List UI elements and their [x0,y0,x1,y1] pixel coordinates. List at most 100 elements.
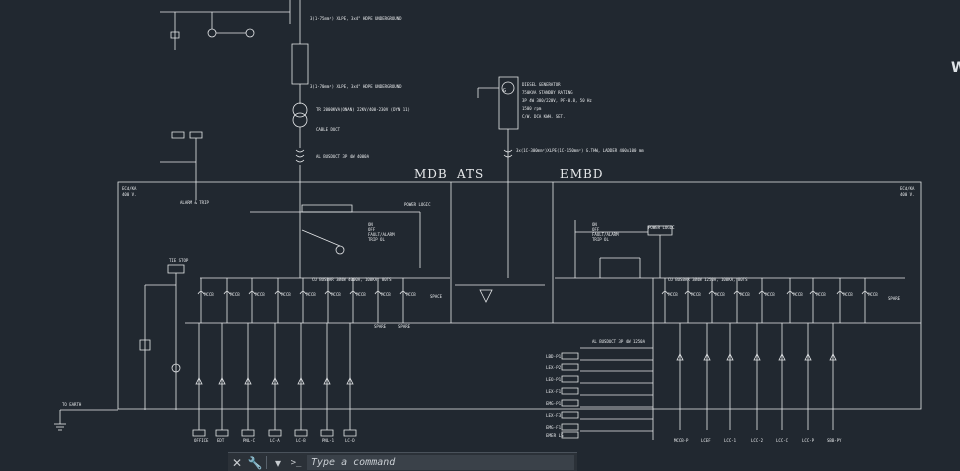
generator-letter: G [503,88,506,94]
ladder-box [562,400,578,406]
feeder-arrow [298,378,304,384]
breaker-symbol [734,292,740,295]
ats-section-label: ATS [456,167,484,181]
right-feeder-label: LCEF [701,438,711,443]
spare-label-2: SPARE [398,324,411,329]
cable-duct-label: CABLE DUCT [316,127,341,132]
left-feeder-label: LC-B [296,438,306,443]
al-busduct-label: AL BUSDUCT 3P 4W 4000A [316,154,370,159]
breaker-symbol [662,292,668,295]
ladder-box [562,424,578,430]
top-cable-1: 3(1-75mm²) XLPE, 3x4" HDPE UNDERGROUND [310,16,402,21]
status-2-item: TRIP OL [592,237,609,242]
left-feeder-label: PNL-1 [322,438,335,443]
breaker-symbol [862,292,868,295]
breaker-symbol [709,292,715,295]
breaker-symbol [837,292,843,295]
alarm-trip-label: ALARM & TRIP [180,200,209,205]
breaker-symbol [325,292,331,295]
generator-note: 1500 rpm [522,106,542,111]
voltage-right-2: 400 V. [900,192,914,197]
tie-stop-label: TIE STOP [169,258,189,263]
transformer-primary [293,103,307,117]
feeder-arrow [727,354,733,360]
mccb-label: MCCB [843,292,853,297]
breaker-symbol [249,292,255,295]
mccb-label: MCCB [793,292,803,297]
mccb-label: MCCB [740,292,750,297]
mccb-label: MCCB [715,292,725,297]
mccb-label: MCCB [331,292,341,297]
power-logic-2: POWER LOGIC [648,225,675,230]
mdb-section-label: MDB [414,167,448,181]
command-input[interactable] [307,455,574,470]
ladder-label: LBD-P1 [546,354,562,359]
command-separator [266,456,267,469]
ladder-label: EMER LS [546,433,564,438]
breaker-symbol [350,292,356,295]
breaker-symbol [787,292,793,295]
ats-symbol [480,290,492,302]
feeder-box [193,430,205,436]
mccb-label: MCCB [356,292,366,297]
feeder-box [242,430,254,436]
voltage-left-1: ECd/KA [122,186,137,191]
generator-note: C/W. DCA KWH. SET. [522,114,565,119]
mccb-label: MCCB [691,292,701,297]
left-feeder-label: OFFICE [194,438,209,443]
feeder-arrow [830,354,836,360]
right-feeder-label: LCC-P [802,438,815,443]
earth-label: TO EARTH [62,402,82,407]
ladder-box [562,376,578,382]
feeder-arrow [805,354,811,360]
breaker-symbol [198,292,204,295]
status-2-item: OFF [592,227,600,232]
ladder-box [562,432,578,438]
status-1-item: TRIP OL [368,237,385,242]
right-feeder-label: MCCB-P [674,438,689,443]
busbar-1-label: CU BUSBAR 3Ø4W 4000A, 100KA, 80TS [312,277,392,282]
feeder-arrow [754,354,760,360]
breaker-symbol [759,292,765,295]
close-icon[interactable]: ✕ [231,455,243,470]
busduct-note-label: AL BUSDUCT 3P 4W 1250A [592,339,646,344]
ladder-label: LEX-P2 [546,365,562,370]
feeder-box [321,430,333,436]
ladder-label: LEX-F3 [546,413,562,418]
ladder-box [562,353,578,359]
settings-icon[interactable]: 🔧 [247,455,263,470]
spare-label-1: SPARE [374,324,387,329]
breaker-symbol [685,292,691,295]
feeder-arrow [324,378,330,384]
left-feeder-label: PNL-C [243,438,256,443]
breaker-symbol [300,292,306,295]
generator-note: 750KVA STANDBY RATING [522,90,573,95]
mccb-label: MCCB [204,292,214,297]
ladder-label: LEO-P1 [546,377,562,382]
mccb-label: MCCB [765,292,775,297]
right-feeder-label: LCC-C [776,438,789,443]
feeder-arrow [245,378,251,384]
feeder-arrow [677,354,683,360]
generator-symbol [502,82,514,94]
status-1-item: OFF [368,227,376,232]
switchboard-enclosure [118,182,921,409]
feeder-box [295,430,307,436]
feeder-arrow [347,378,353,384]
space-label: SPACE [430,294,443,299]
left-feeder-label: LC-A [270,438,280,443]
right-feeder-label: LCC-1 [724,438,737,443]
breaker-symbol [400,292,406,295]
breaker-symbol [275,292,281,295]
voltage-left-2: 400 V. [122,192,136,197]
history-chevron-icon[interactable]: ▾ [274,455,282,470]
right-feeder-label: LCC-2 [751,438,764,443]
breaker-symbol [810,292,816,295]
mccb-label: MCCB [668,292,678,297]
feeder-arrow [704,354,710,360]
rmu-box [292,44,308,84]
generator-note: 3P 4W 380/220V, PF-0.8, 50 Hz [522,98,592,103]
top-cable-2: 3(1-70mm²) XLPE, 3x4" HDPE UNDERGROUND [310,84,402,89]
